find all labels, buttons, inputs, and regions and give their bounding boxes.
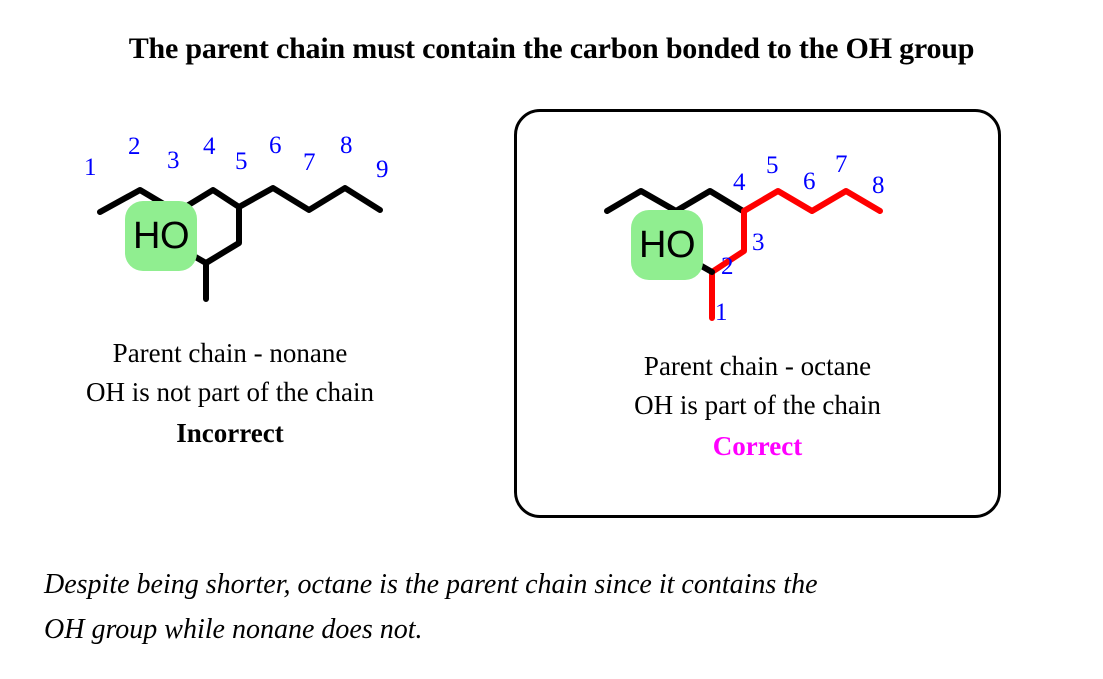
correct-verdict-badge: Correct [712, 431, 803, 462]
locant-right-1: 1 [715, 299, 728, 326]
locant-left-2: 2 [128, 133, 141, 160]
locant-left-6: 6 [269, 132, 282, 159]
locant-right-3: 3 [752, 229, 765, 256]
incorrect-caption-line1: Parent chain - nonane [112, 338, 348, 368]
locant-left-5: 5 [235, 148, 248, 175]
correct-structure-drawing [604, 188, 883, 321]
correct-caption-line2: OH is part of the chain [634, 390, 881, 421]
explanatory-note: Despite being shorter, octane is the par… [44, 562, 1074, 653]
octane-parent-chain-path [709, 188, 883, 321]
locant-right-2: 2 [721, 253, 734, 280]
correct-structure-box [514, 109, 1001, 518]
locant-right-7: 7 [835, 151, 848, 178]
correct-caption-line1: Parent chain - octane [643, 351, 872, 381]
correct-skeletal-svg [604, 188, 883, 321]
correct-caption: Parent chain - octane OH is part of the … [514, 347, 1001, 466]
locant-left-1: 1 [84, 154, 97, 181]
locant-right-8: 8 [872, 172, 885, 199]
locant-right-6: 6 [803, 168, 816, 195]
hydroxyl-highlight-left: HO [125, 201, 197, 271]
hydroxyl-label-left: HO [133, 215, 190, 257]
incorrect-verdict-badge: Incorrect [176, 418, 284, 449]
locant-left-7: 7 [303, 149, 316, 176]
locant-left-4: 4 [203, 133, 216, 160]
locant-right-4: 4 [733, 169, 746, 196]
locant-left-8: 8 [340, 132, 353, 159]
hydroxyl-label-right: HO [639, 224, 696, 266]
explanatory-note-line2: OH group while nonane does not. [44, 614, 423, 646]
locant-right-5: 5 [766, 152, 779, 179]
hydroxyl-highlight-right: HO [631, 210, 703, 280]
incorrect-caption: Parent chain - nonane OH is not part of … [0, 334, 460, 453]
butyl-substituent-path [604, 188, 746, 214]
explanatory-note-line1: Despite being shorter, octane is the par… [44, 569, 818, 600]
locant-left-9: 9 [376, 156, 389, 183]
incorrect-caption-line2: OH is not part of the chain [86, 377, 374, 408]
locant-left-3: 3 [167, 147, 180, 174]
hydroxy-branch-path [203, 204, 242, 302]
page-title: The parent chain must contain the carbon… [128, 32, 975, 65]
